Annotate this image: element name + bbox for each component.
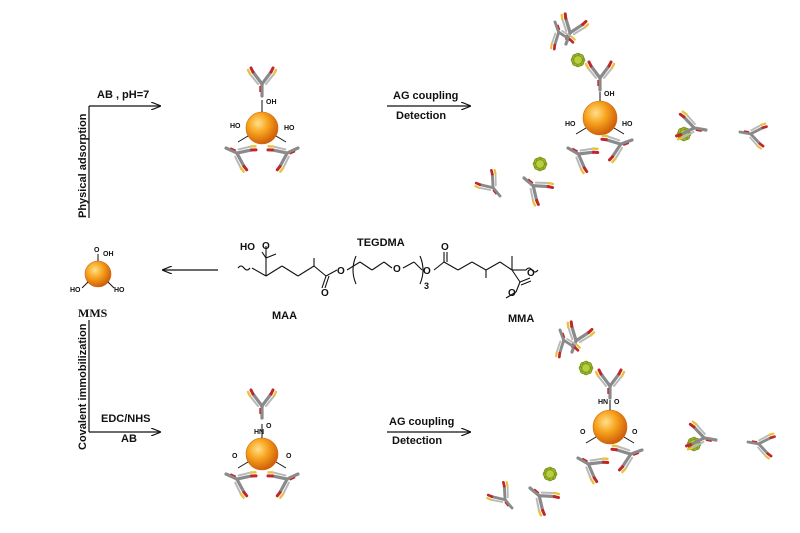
antigen-icon (578, 360, 594, 376)
antibody-icon (746, 432, 776, 460)
maa-label: MAA (272, 310, 297, 322)
svg-text:O: O (393, 264, 401, 275)
svg-text:OH: OH (103, 251, 114, 258)
antigen-icon (570, 52, 586, 68)
antibody-icon (224, 145, 258, 173)
polymer-structure (237, 246, 539, 299)
svg-text:O: O (632, 429, 638, 436)
ab-label: AB (121, 433, 137, 445)
antibody-icon (610, 444, 644, 474)
svg-text:O: O (286, 453, 292, 460)
connector-lines (88, 106, 470, 432)
antibody-icon (594, 368, 626, 400)
antibody-icon (474, 168, 502, 198)
svg-text:O: O (441, 242, 449, 253)
svg-text:HN: HN (598, 399, 608, 406)
antibody-icon (224, 471, 258, 499)
antibody-icon (566, 320, 596, 354)
antibody-icon (675, 110, 708, 141)
mms-label: MMS (78, 306, 108, 320)
svg-text:HO: HO (622, 121, 633, 128)
antibody-icon (555, 328, 581, 359)
covalent-bead-icon (245, 437, 279, 471)
assembly-top-bead-icon (582, 100, 618, 136)
physical-bead-icon (245, 111, 279, 145)
polymer-atom-labels: HO O O O O O O O O 3 TEGDMA MAA MMA (240, 237, 535, 325)
svg-text:OH: OH (266, 99, 277, 106)
svg-text:O: O (262, 241, 270, 252)
antibody-icon (550, 20, 576, 51)
antibody-icon (246, 66, 278, 98)
svg-text:HN: HN (254, 429, 264, 436)
svg-text:HO: HO (565, 121, 576, 128)
tegdma-label: TEGDMA (357, 237, 405, 249)
antigen-icon (532, 156, 548, 172)
edc-nhs-label: EDC/NHS (101, 413, 151, 425)
svg-text:O: O (337, 266, 345, 277)
mma-label: MMA (508, 313, 534, 325)
assembly-bottom-bead-icon (592, 409, 628, 445)
mms-bead-icon (84, 260, 112, 288)
svg-text:HO: HO (114, 287, 125, 294)
ag-coupling-top-label: AG coupling (393, 90, 459, 102)
svg-text:HO: HO (70, 287, 81, 294)
polymer-ho-label: HO (240, 242, 255, 253)
antibody-icon (576, 456, 610, 485)
antibody-icon (738, 122, 768, 150)
covalent-immobilization-label: Covalent immobilization (77, 323, 89, 450)
polymer-subscript: 3 (424, 281, 429, 291)
svg-text:O: O (266, 423, 272, 430)
antibody-icon (266, 471, 300, 499)
svg-text:O: O (527, 268, 535, 279)
antibody-icon (266, 145, 300, 173)
antigen-icon (542, 466, 558, 482)
ab-ph-label: AB , pH=7 (97, 89, 150, 101)
svg-text:O: O (614, 399, 620, 406)
svg-text:O: O (508, 288, 516, 299)
antibody-icon (528, 486, 561, 517)
antibody-icon (600, 134, 634, 164)
ag-coupling-bottom-label: AG coupling (389, 416, 455, 428)
svg-text:HO: HO (284, 125, 295, 132)
antibody-icon (486, 480, 514, 510)
antibody-icon (584, 60, 616, 92)
antibody-icon (566, 146, 600, 175)
detection-top-label: Detection (396, 110, 447, 122)
antibody-icon (522, 176, 555, 207)
svg-text:O: O (580, 429, 586, 436)
svg-text:O: O (423, 266, 431, 277)
antibody-icon (685, 420, 718, 451)
detection-bottom-label: Detection (392, 435, 443, 447)
svg-text:OH: OH (604, 91, 615, 98)
svg-text:O: O (94, 247, 100, 254)
svg-text:O: O (232, 453, 238, 460)
physical-adsorption-label: Physical adsorption (77, 113, 89, 218)
svg-text:HO: HO (230, 123, 241, 130)
svg-text:O: O (321, 288, 329, 299)
antibody-icon (246, 388, 278, 420)
